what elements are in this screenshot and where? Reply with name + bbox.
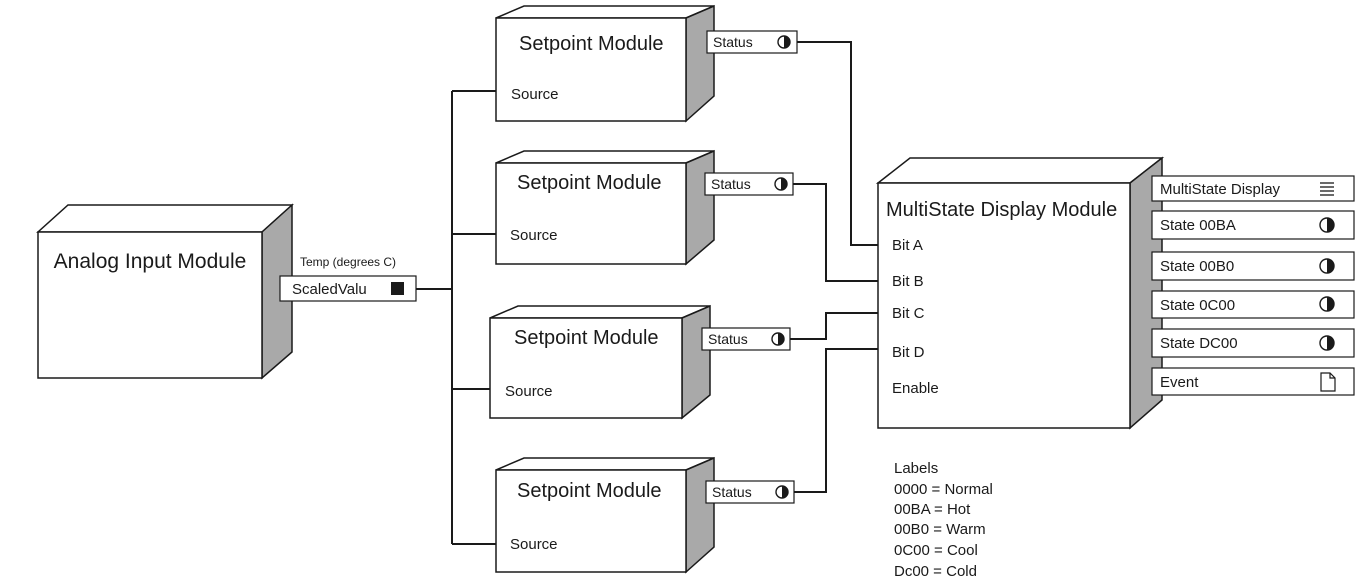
setpoint-2-status-port[interactable]: Status <box>704 172 794 196</box>
multistate-front-face <box>877 182 1131 429</box>
half-circle-icon <box>771 332 785 346</box>
half-circle-icon <box>1319 258 1335 274</box>
legend-item-cool: 0C00 = Cool <box>894 542 978 559</box>
analog-input-output-caption: Temp (degrees C) <box>300 255 396 269</box>
setpoint-4-title: Setpoint Module <box>517 480 662 502</box>
half-circle-icon <box>775 485 789 499</box>
multistate-title: MultiState Display Module <box>886 199 1117 221</box>
legend-item-cold: Dc00 = Cold <box>894 563 977 580</box>
legend-heading: Labels <box>894 460 938 477</box>
setpoint-4-top-face <box>495 457 715 471</box>
output-multistate-display[interactable]: MultiState Display <box>1151 175 1355 202</box>
setpoint-1-status-port[interactable]: Status <box>706 30 798 54</box>
setpoint-3-source-label: Source <box>505 383 553 400</box>
output-state-00b0[interactable]: State 00B0 <box>1151 251 1355 281</box>
output-state-00b0-box <box>1151 251 1355 281</box>
legend-item-warm: 00B0 = Warm <box>894 521 986 538</box>
multistate-input-bit-a: Bit A <box>892 237 923 254</box>
wire-status-1-to-bit-a <box>797 41 878 246</box>
output-multistate-display-label: MultiState Display <box>1160 181 1281 198</box>
setpoint-3-status-port[interactable]: Status <box>701 327 791 351</box>
half-circle-icon <box>1319 217 1335 233</box>
setpoint-3-front-face <box>489 317 683 419</box>
output-state-dc00-label: State DC00 <box>1160 335 1238 352</box>
scaled-value-output-port[interactable]: ScaledValu <box>279 275 417 302</box>
half-circle-icon <box>774 177 788 191</box>
analog-input-module[interactable]: Analog Input Module Temp (degrees C) Sca… <box>36 203 417 380</box>
setpoint-4-status-port[interactable]: Status <box>705 480 795 504</box>
setpoint-module-1[interactable]: Setpoint Module Source Status <box>495 4 798 123</box>
setpoint-1-front-face <box>495 17 687 122</box>
setpoint-1-title: Setpoint Module <box>519 33 664 55</box>
setpoint-2-status-box <box>704 172 794 196</box>
output-state-00ba[interactable]: State 00BA <box>1151 210 1355 240</box>
output-event-box <box>1151 367 1355 396</box>
setpoint-1-status-label: Status <box>713 34 753 50</box>
setpoint-3-status-label: Status <box>708 331 748 347</box>
multistate-input-bit-c: Bit C <box>892 305 925 322</box>
multistate-input-bit-b: Bit B <box>892 273 924 290</box>
output-state-0c00-label: State 0C00 <box>1160 297 1235 314</box>
output-multistate-display-box <box>1151 175 1355 202</box>
list-icon <box>1320 182 1334 196</box>
setpoint-2-front-face <box>495 162 687 265</box>
wire-status-2-to-bit-b <box>793 183 878 282</box>
setpoint-3-top-face <box>489 305 711 319</box>
setpoint-module-2[interactable]: Setpoint Module Source Status <box>495 149 794 266</box>
setpoint-module-4[interactable]: Setpoint Module Source Status <box>495 456 795 574</box>
setpoint-3-title: Setpoint Module <box>514 327 659 349</box>
wire-status-4-to-bit-d <box>794 348 878 493</box>
output-state-0c00[interactable]: State 0C00 <box>1151 290 1355 319</box>
half-circle-icon <box>1319 335 1335 351</box>
setpoint-4-status-label: Status <box>712 484 752 500</box>
analog-input-title: Analog Input Module <box>54 250 247 273</box>
labels-legend: Labels 0000 = Normal 00BA = Hot 00B0 = W… <box>894 460 993 580</box>
document-icon <box>1320 372 1336 392</box>
multistate-display-module[interactable]: MultiState Display Module Bit A Bit B Bi… <box>875 156 1355 430</box>
filled-square-icon <box>391 282 404 295</box>
setpoint-1-top-face <box>495 5 715 19</box>
setpoint-2-source-label: Source <box>510 227 558 244</box>
legend-item-hot: 00BA = Hot <box>894 501 971 518</box>
scaled-value-output-label: ScaledValu <box>292 281 367 298</box>
setpoint-3-side-face <box>681 304 711 420</box>
output-event[interactable]: Event <box>1151 367 1355 396</box>
output-event-label: Event <box>1160 374 1199 391</box>
setpoint-4-front-face <box>495 469 687 573</box>
wire-status-3-to-bit-c <box>790 312 878 340</box>
setpoint-2-title: Setpoint Module <box>517 172 662 194</box>
output-state-dc00[interactable]: State DC00 <box>1151 328 1355 358</box>
setpoint-2-status-label: Status <box>711 176 751 192</box>
setpoint-module-3[interactable]: Setpoint Module Source Status <box>489 304 791 420</box>
half-circle-icon <box>777 35 791 49</box>
setpoint-3-status-box <box>701 327 791 351</box>
analog-input-top-face <box>36 204 294 233</box>
output-state-00b0-label: State 00B0 <box>1160 258 1234 275</box>
setpoint-2-top-face <box>495 150 715 164</box>
multistate-input-enable: Enable <box>892 380 939 397</box>
output-state-00ba-label: State 00BA <box>1160 217 1236 234</box>
legend-item-normal: 0000 = Normal <box>894 481 993 498</box>
multistate-top-face <box>875 157 1165 184</box>
setpoint-2-side-face <box>685 149 715 266</box>
analog-input-front-face <box>37 231 263 379</box>
setpoint-4-status-box <box>705 480 795 504</box>
half-circle-icon <box>1319 296 1335 312</box>
setpoint-1-status-box <box>706 30 798 54</box>
setpoint-4-side-face <box>685 456 715 574</box>
setpoint-1-source-label: Source <box>511 86 559 103</box>
multistate-input-bit-d: Bit D <box>892 344 925 361</box>
setpoint-4-source-label: Source <box>510 536 558 553</box>
setpoint-1-side-face <box>685 4 715 123</box>
